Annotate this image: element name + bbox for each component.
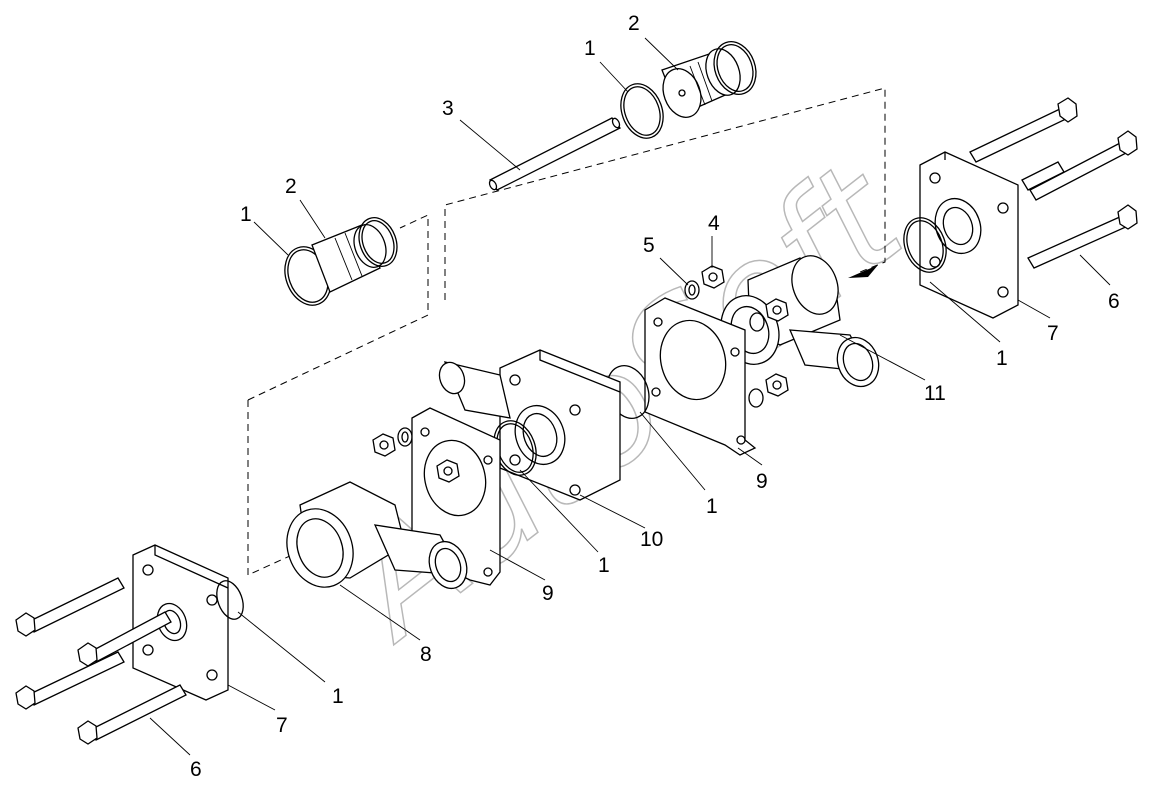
callout-label: 9 [756, 470, 768, 493]
top-o-ring-2 [713, 41, 757, 95]
top-o-ring [620, 83, 664, 139]
callout-label: 1 [598, 554, 610, 577]
leader-lines [149, 37, 1111, 756]
callout-label: 2 [628, 12, 640, 35]
callout-label: 3 [442, 97, 454, 120]
callout-label: 6 [1108, 290, 1120, 313]
callout-label: 4 [708, 212, 720, 235]
callout-label: 1 [584, 37, 596, 60]
callout-label: 10 [640, 528, 663, 551]
callout-label: 5 [643, 234, 655, 257]
callout-label: 1 [996, 347, 1008, 370]
callout-label: 8 [420, 643, 432, 666]
nuts-and-washers [372, 265, 789, 457]
left-elbow-part [286, 481, 468, 590]
arrow-right [848, 265, 878, 278]
callout-label: 7 [1047, 322, 1059, 345]
callout-label: 6 [190, 758, 202, 781]
callout-label: 1 [706, 495, 718, 518]
center-block-part [438, 349, 621, 501]
right-bracket-part [644, 297, 757, 456]
callout-label: 2 [285, 175, 297, 198]
left-sleeve-part [284, 217, 398, 306]
right-bolts [969, 97, 1138, 269]
callout-label: 11 [924, 382, 946, 405]
assembly-guide-lines [247, 87, 886, 576]
left-bolts [15, 577, 187, 745]
right-flange-part [903, 151, 1019, 319]
callout-label: 7 [276, 714, 288, 737]
pin-part [488, 117, 622, 191]
callout-label: 1 [332, 685, 344, 708]
callout-labels: 1 2 3 1 2 4 5 1 7 6 11 9 1 10 1 9 8 1 7 … [190, 12, 1120, 781]
callout-label: 9 [542, 582, 554, 605]
watermark: AutoSoft [309, 130, 936, 673]
callout-label: 1 [240, 203, 252, 226]
top-sleeve-part [661, 48, 741, 118]
